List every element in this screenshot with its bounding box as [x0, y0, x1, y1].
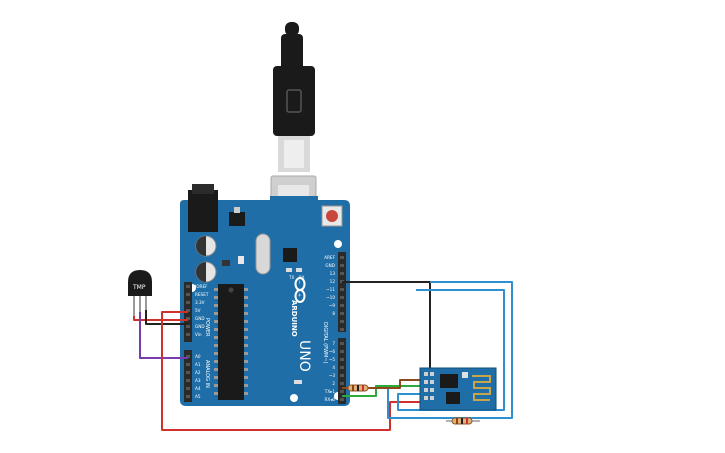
analog-pin-label-0: A0 [195, 354, 201, 359]
wire-gnd[interactable] [145, 310, 188, 325]
digital-pin-label-top-7: 8 [332, 311, 335, 316]
power-pin-label-0: IOREF [195, 284, 208, 289]
digital-pin-label-bottom-6: TX▸1 [324, 389, 336, 394]
digital-pin-label-bottom-4: ~3 [329, 373, 336, 378]
tx-label: TX [288, 275, 294, 280]
digital-pin-label-bottom-0: 7 [332, 341, 335, 346]
arduino-uno-board[interactable]: TX RX − + ARDUINO UNO [180, 184, 350, 406]
analog-title: ANALOG IN [204, 360, 210, 388]
analog-header[interactable] [184, 350, 192, 402]
power-pin-label-3: 5V [195, 308, 201, 313]
power-pin-label-6: Vin [195, 332, 202, 337]
analog-pin-label-3: A3 [195, 378, 201, 383]
analog-pin-label-1: A1 [195, 362, 201, 367]
digital-pin-label-bottom-3: 4 [332, 365, 335, 370]
power-pin-label-5: GND [195, 324, 205, 329]
wire-a0[interactable] [139, 312, 188, 359]
board-brand: ARDUINO [290, 300, 298, 337]
digital-pin-label-top-0: AREF [324, 255, 335, 260]
digital-pin-label-top-3: 12 [330, 279, 336, 284]
digital-pin-label-top-2: 13 [330, 271, 336, 276]
usb-cable [270, 22, 317, 221]
esp8266-module[interactable] [419, 367, 497, 411]
digital-header-top[interactable] [338, 252, 346, 332]
analog-pin-label-4: A4 [195, 386, 201, 391]
reset-button[interactable] [326, 210, 338, 222]
wire-esp-gnd[interactable] [342, 281, 431, 373]
digital-pin-labels: AREF GND 13 12 ~11 ~10 ~9 8 7 ~6 ~5 4 ~3 2TX▸1RX◂0 [324, 255, 336, 402]
digital-pin-label-bottom-2: ~5 [329, 357, 336, 362]
antenna-icon [472, 375, 491, 401]
wire-rx[interactable] [342, 385, 420, 397]
digital-pin-label-top-1: GND [325, 263, 335, 268]
svg-text:−: − [296, 280, 302, 284]
digital-title: DIGITAL (PWM~) [322, 322, 328, 364]
atmega-chip [218, 284, 244, 400]
digital-pin-label-bottom-7: RX◂0 [324, 397, 335, 402]
board-model: UNO [296, 340, 312, 372]
wire-3v3[interactable] [161, 311, 420, 431]
digital-pin-label-top-6: ~9 [329, 303, 336, 308]
resistor-2[interactable] [446, 417, 480, 425]
digital-pin-label-bottom-5: 2 [332, 381, 335, 386]
svg-text:+: + [296, 293, 302, 297]
wire-5v[interactable] [133, 316, 188, 321]
tmp-sensor[interactable]: TMP [128, 270, 152, 316]
analog-pin-label-2: A2 [195, 370, 201, 375]
power-pin-labels: IOREF RESET 3.3V 5V GND GND Vin [195, 284, 209, 337]
arduino-logo: − + [294, 277, 306, 303]
usb-plug-icon [273, 66, 315, 136]
power-pin-label-2: 3.3V [195, 300, 205, 305]
power-jack [188, 190, 218, 232]
digital-header-bottom[interactable] [338, 338, 346, 404]
power-title: POWER [204, 318, 210, 337]
digital-pin-label-top-5: ~10 [326, 295, 335, 300]
digital-pin-label-top-4: ~11 [326, 287, 335, 292]
power-pin-label-1: RESET [195, 292, 209, 297]
wire-tx[interactable] [342, 379, 420, 389]
power-pin-label-4: GND [195, 316, 205, 321]
analog-pin-label-5: A5 [195, 394, 201, 399]
digital-pin-label-bottom-1: ~6 [329, 349, 336, 354]
resistor-1[interactable] [347, 384, 369, 392]
sensor-label: TMP [132, 284, 146, 291]
